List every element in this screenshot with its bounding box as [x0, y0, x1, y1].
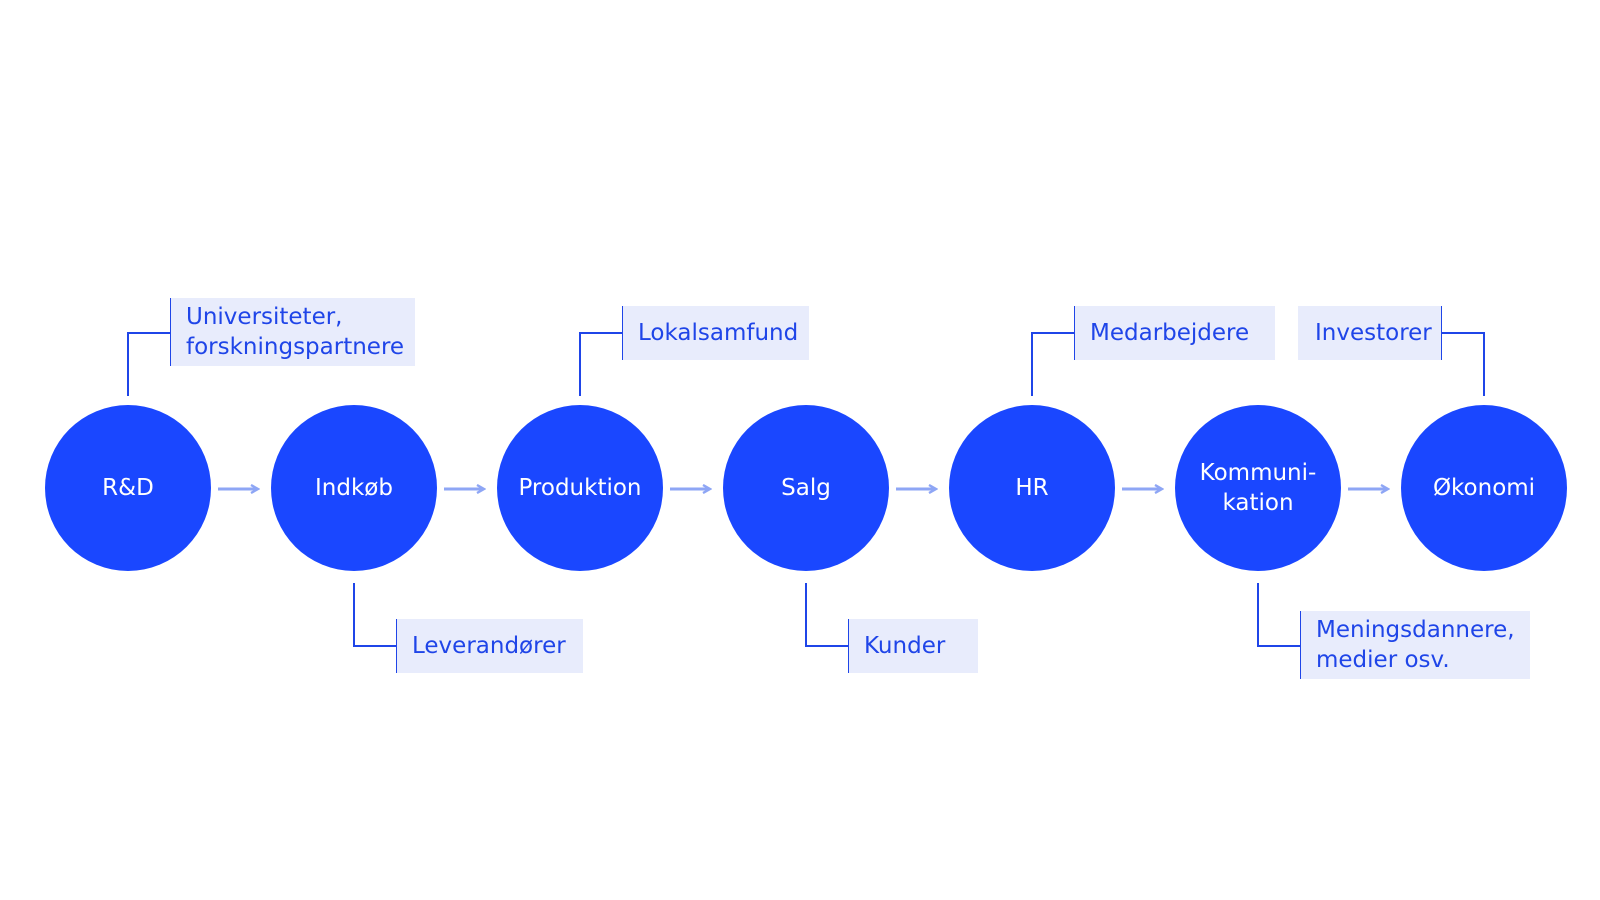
stakeholder-box-kommunikation: Meningsdannere, medier osv.: [1301, 611, 1530, 679]
stakeholder-box-rnd: Universiteter, forskningspartnere: [171, 298, 415, 366]
node-label: Kommuni- kation: [1199, 460, 1317, 516]
connector-okonomi: [1441, 332, 1485, 396]
node-kommunikation: Kommuni- kation: [1175, 405, 1341, 571]
node-okonomi: Økonomi: [1401, 405, 1567, 571]
node-salg: Salg: [723, 405, 889, 571]
stakeholder-box-okonomi: Investorer: [1298, 306, 1441, 360]
stakeholder-label: Lokalsamfund: [638, 320, 799, 346]
node-label: R&D: [102, 475, 154, 501]
node-label: Økonomi: [1432, 475, 1536, 501]
node-produktion: Produktion: [497, 405, 663, 571]
stakeholder-label: Meningsdannere, medier osv.: [1316, 617, 1515, 673]
stakeholder-label: Leverandører: [412, 633, 566, 659]
stakeholder-label: Kunder: [864, 633, 946, 659]
node-label: HR: [1015, 475, 1049, 501]
connector-hr: [1031, 332, 1075, 396]
connector-indkob: [353, 583, 397, 647]
node-rnd: R&D: [45, 405, 211, 571]
node-indkob: Indkøb: [271, 405, 437, 571]
connector-salg: [805, 583, 849, 647]
connector-kommunikation: [1257, 583, 1301, 647]
stakeholder-label: Investorer: [1315, 320, 1432, 346]
connector-produktion: [579, 332, 623, 396]
connector-rnd: [127, 332, 171, 396]
stakeholder-box-salg: Kunder: [849, 619, 978, 673]
node-label: Salg: [781, 475, 831, 501]
node-hr: HR: [949, 405, 1115, 571]
stakeholder-label: Universiteter, forskningspartnere: [186, 304, 405, 360]
stakeholder-box-hr: Medarbejdere: [1075, 306, 1275, 360]
stakeholder-box-indkob: Leverandører: [397, 619, 583, 673]
node-label: Indkøb: [315, 475, 393, 501]
node-label: Produktion: [518, 475, 642, 501]
stakeholder-box-produktion: Lokalsamfund: [623, 306, 809, 360]
stakeholder-label: Medarbejdere: [1090, 320, 1250, 346]
